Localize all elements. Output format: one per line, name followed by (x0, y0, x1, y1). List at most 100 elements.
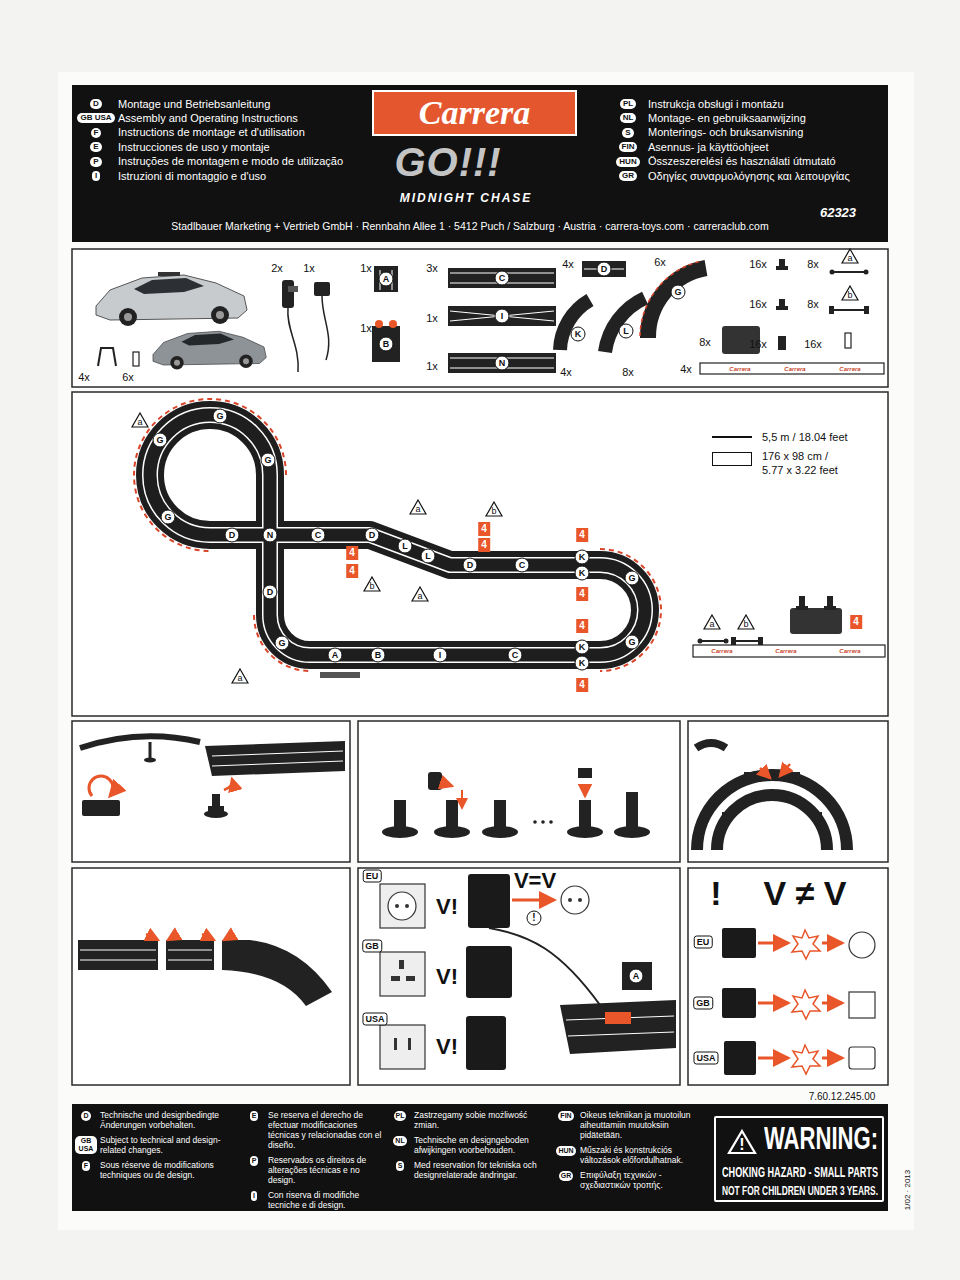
language-badge: HUNMűszaki és konstrukciós változások el… (556, 1146, 575, 1156)
part-letter: D (597, 262, 612, 277)
language-badge: HUNÖsszeszerelési és használati útmutató (616, 157, 639, 167)
voltage-symbol: V! (436, 966, 458, 988)
length-sample (712, 436, 752, 438)
barrier-triangle (841, 248, 859, 264)
count-label: 8x (622, 366, 634, 378)
badge-description: Montage- en gebruiksaanwijzing (648, 112, 806, 125)
part-letter: C (495, 271, 510, 286)
part-letter: D (463, 558, 478, 573)
language-badge: FINAsennus- ja käyttöohjeet (619, 142, 638, 152)
brand-print: Carrera (839, 648, 860, 654)
brand-print: Carrera (711, 648, 732, 654)
part-letter: L (398, 539, 413, 554)
badge-code: I (253, 1192, 255, 1200)
badge-code: D (93, 99, 99, 109)
part-letter: G (153, 433, 168, 448)
barrier-mark: a (411, 586, 429, 602)
barrier-mark: a (703, 614, 721, 630)
brand-print: Carrera (775, 648, 796, 654)
voltage-symbol: ! (710, 876, 721, 910)
region-badge: EU (363, 870, 382, 883)
barrier-triangle-outline (738, 615, 754, 629)
count-label: 1x (360, 322, 372, 334)
badge-description: Instrukcja obsługi i montażu (648, 98, 784, 111)
language-badge: PLZastrzegamy sobie możliwość zmian. (394, 1111, 407, 1121)
support-number: 4 (478, 522, 490, 536)
barrier-triangle (703, 614, 721, 630)
support-number: 4 (850, 615, 862, 629)
support-number: 4 (576, 587, 588, 601)
part-letter: D (225, 528, 240, 543)
part-letter: I (433, 648, 448, 663)
badge-description: Επιφύλαξη τεχνικών - σχεδιαστικών τροπής… (580, 1170, 708, 1190)
barrier-triangle (411, 586, 429, 602)
language-badge: GRΟδηγίες συναρμολόγησης και λειτουργίας (619, 171, 637, 181)
part-letter: B (379, 337, 394, 352)
badge-code: S (625, 128, 630, 138)
caution-mark: ! (527, 911, 542, 926)
count-label: 4x (562, 258, 574, 270)
badge-code: FIN (622, 142, 635, 152)
part-letter: K (575, 550, 590, 565)
barrier-triangle-outline (704, 615, 720, 629)
badge-description: Istruzioni di montaggio e d'uso (118, 170, 266, 183)
barrier-mark: b (363, 576, 381, 592)
count-label: 8x (807, 298, 819, 310)
language-badge: DMontage und Betriebsanleitung (90, 99, 102, 109)
part-letter: D (365, 528, 380, 543)
language-badge: FInstructions de montage et d'utilisatio… (91, 128, 102, 138)
count-label: 1x (303, 262, 315, 274)
part-letter: N (495, 356, 510, 371)
barrier-mark: b (485, 501, 503, 517)
badge-description: Οδηγίες συναρμολόγησης και λειτουργίας (648, 170, 850, 183)
barrier-triangle (737, 614, 755, 630)
badge-code: F (84, 1162, 88, 1170)
badge-description: Technische en designgeboden afwijkingen … (414, 1135, 544, 1155)
badge-description: Műszaki és konstrukciós változások előfo… (580, 1145, 708, 1165)
part-letter: I (495, 309, 510, 324)
badge-code: PL (623, 99, 633, 109)
count-label: 16x (749, 298, 767, 310)
badge-description: Con riserva di modifiche tecniche e di d… (268, 1190, 384, 1210)
language-badge: PLInstrukcja obsługi i montażu (620, 99, 636, 109)
badge-description: Instrucciones de uso y montaje (118, 141, 270, 154)
language-badge: NLTechnische en designgeboden afwijkinge… (393, 1136, 406, 1146)
barrier-triangle (409, 499, 427, 515)
region-badge: EU (694, 936, 713, 949)
count-label: 2x (271, 262, 283, 274)
part-letter: A (629, 969, 644, 984)
header-text: 62323 (820, 205, 856, 220)
warning-triangle-outline (729, 1131, 755, 1153)
voltage-symbol: V! (436, 896, 458, 918)
language-badge: NLMontage- en gebruiksaanwijzing (620, 113, 637, 123)
language-badge: SMed reservation för tekniska och design… (396, 1161, 405, 1171)
barrier-triangle-outline (842, 249, 858, 263)
barrier-triangle (841, 285, 859, 301)
part-letter: L (619, 324, 634, 339)
voltage-symbol: V ≠ V (764, 876, 847, 910)
header-text: Stadlbauer Marketing + Vertrieb GmbH · R… (171, 220, 768, 232)
part-letter: D (263, 585, 278, 600)
part-letter: G (213, 409, 228, 424)
barrier-triangle (131, 412, 149, 428)
badge-code: D (83, 1112, 88, 1120)
barrier-triangle (485, 501, 503, 517)
brand-subtitle: GO!!! (394, 140, 501, 185)
part-letter: C (515, 558, 530, 573)
badge-description: Asennus- ja käyttöohjeet (648, 141, 768, 154)
region-badge: USA (362, 1013, 387, 1026)
part-letter: G (625, 635, 640, 650)
legend-text: 5,5 m / 18.04 feet (762, 430, 848, 444)
barrier-mark: b (841, 285, 859, 301)
count-label: 16x (749, 258, 767, 270)
barrier-triangle-outline (842, 286, 858, 300)
count-label: 16x (804, 338, 822, 350)
language-badge: IIstruzioni di montaggio e d'uso (92, 171, 100, 181)
count-label: 1x (360, 262, 372, 274)
part-letter: K (571, 327, 586, 342)
part-letter: L (421, 549, 436, 564)
region-badge: GB (362, 940, 382, 953)
brand-print: Carrera (784, 366, 805, 372)
brand-name: Carrera (419, 96, 530, 130)
support-number: 4 (576, 678, 588, 692)
